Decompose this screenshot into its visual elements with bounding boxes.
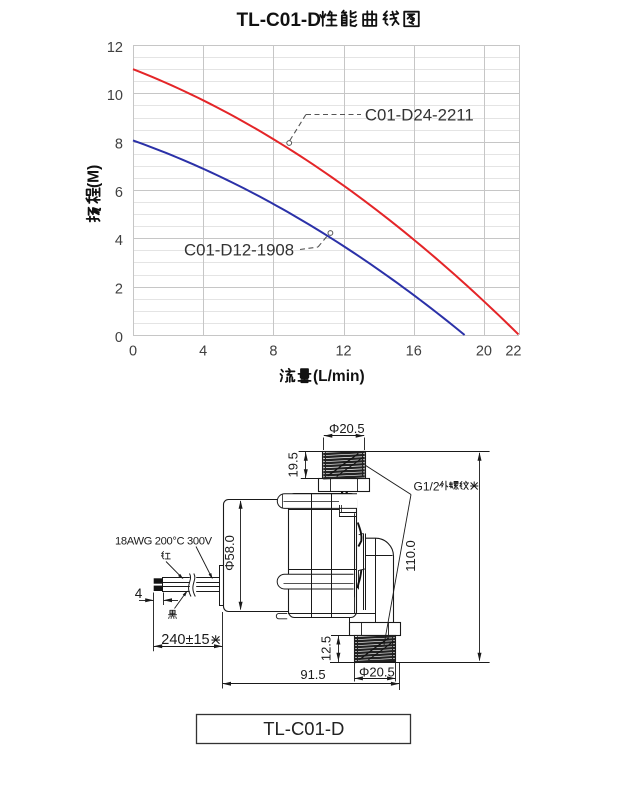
svg-text:12.5: 12.5: [319, 636, 334, 661]
svg-text:110.0: 110.0: [403, 540, 418, 572]
svg-text:18AWG 200°C 300V: 18AWG 200°C 300V: [115, 536, 213, 548]
svg-text:16: 16: [406, 343, 422, 359]
svg-text:6: 6: [115, 185, 123, 201]
svg-text:240±15: 240±15: [161, 632, 209, 648]
svg-text:Φ20.5: Φ20.5: [329, 421, 365, 436]
svg-text:20: 20: [476, 343, 492, 359]
svg-text:Φ20.5: Φ20.5: [359, 665, 395, 680]
svg-text:10: 10: [107, 88, 123, 104]
svg-text:8: 8: [115, 137, 123, 153]
svg-text:4: 4: [115, 233, 123, 249]
svg-text:G1/2: G1/2: [414, 480, 440, 494]
svg-text:C01-D24-2211: C01-D24-2211: [365, 105, 474, 124]
svg-text:22: 22: [505, 343, 521, 359]
svg-text:4: 4: [199, 343, 207, 359]
svg-text:0: 0: [115, 330, 123, 346]
svg-text:12: 12: [335, 343, 351, 359]
svg-text:91.5: 91.5: [300, 667, 325, 682]
svg-text:8: 8: [269, 343, 277, 359]
svg-text:(M): (M): [86, 165, 103, 188]
svg-text:Φ58.0: Φ58.0: [222, 535, 237, 571]
svg-text:2: 2: [115, 282, 123, 298]
svg-text:C01-D12-1908: C01-D12-1908: [184, 241, 294, 260]
svg-text:(L/min): (L/min): [313, 368, 365, 385]
svg-text:4: 4: [135, 586, 143, 601]
svg-text:19.5: 19.5: [286, 452, 301, 477]
svg-text:TL-C01-D: TL-C01-D: [237, 10, 321, 31]
svg-text:TL-C01-D: TL-C01-D: [263, 718, 344, 739]
svg-text:12: 12: [107, 40, 123, 56]
svg-text:0: 0: [129, 343, 137, 359]
